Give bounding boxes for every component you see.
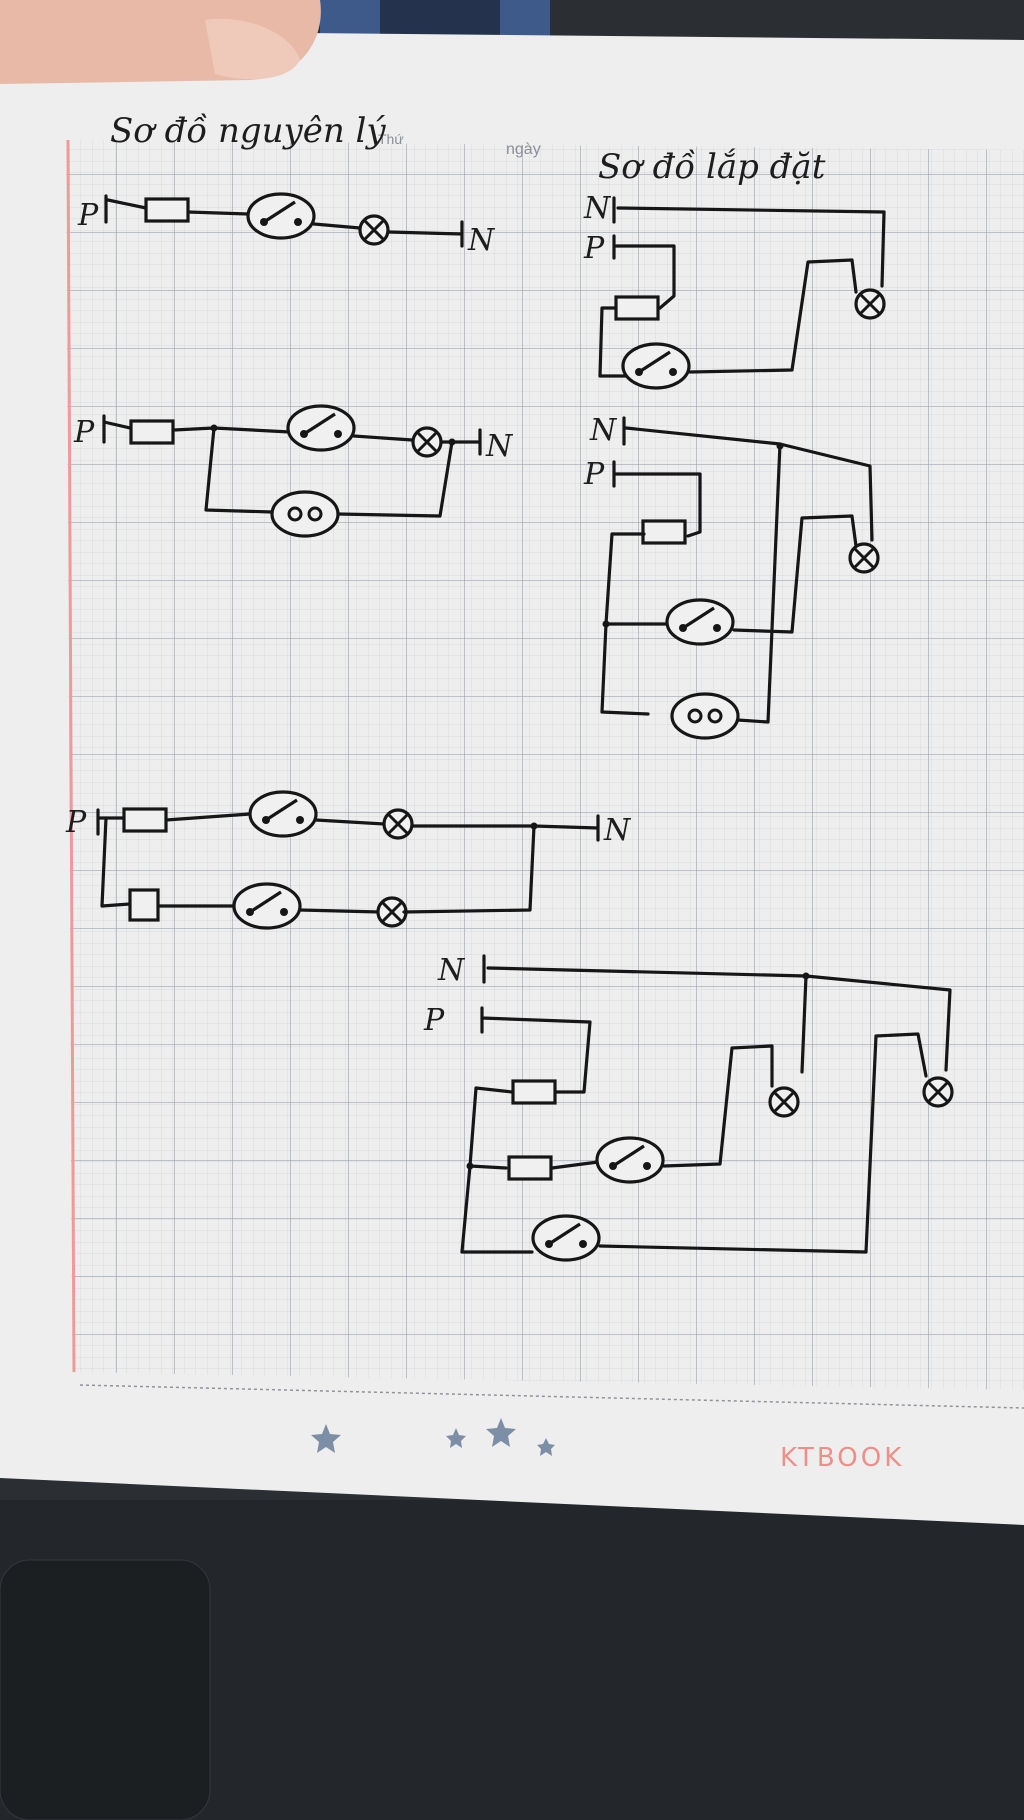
neutral-label: N xyxy=(603,813,632,848)
neutral-label: N xyxy=(467,223,496,258)
phase-label: P xyxy=(423,1003,445,1038)
star-icons xyxy=(311,1418,555,1456)
phase-label: P xyxy=(583,457,605,492)
schematic-diagram-1: P N xyxy=(77,192,496,258)
phase-label: P xyxy=(77,198,99,233)
installation-diagram-2: N P xyxy=(583,413,880,740)
brand-logo: KTBOOK xyxy=(780,1443,904,1473)
schematic-diagram-2: P N xyxy=(73,404,514,538)
schematic-diagram-3: P N xyxy=(65,790,632,930)
installation-diagram-3: N P xyxy=(423,953,954,1262)
installation-diagram-1: N P xyxy=(583,191,886,390)
phase-label: P xyxy=(65,805,87,840)
neutral-label: N xyxy=(583,191,612,226)
neutral-label: N xyxy=(485,429,514,464)
header-schematic-diagram: Sơ đồ nguyên lý xyxy=(110,111,386,151)
header-installation-diagram: Sơ đồ lắp đặt xyxy=(598,147,826,187)
neutral-label: N xyxy=(589,413,618,448)
neutral-label: N xyxy=(437,953,466,988)
phase-label: P xyxy=(73,415,95,450)
printed-ngay: ngày xyxy=(506,141,541,158)
printed-thu: Thứ xyxy=(378,131,404,147)
phase-label: P xyxy=(583,231,605,266)
